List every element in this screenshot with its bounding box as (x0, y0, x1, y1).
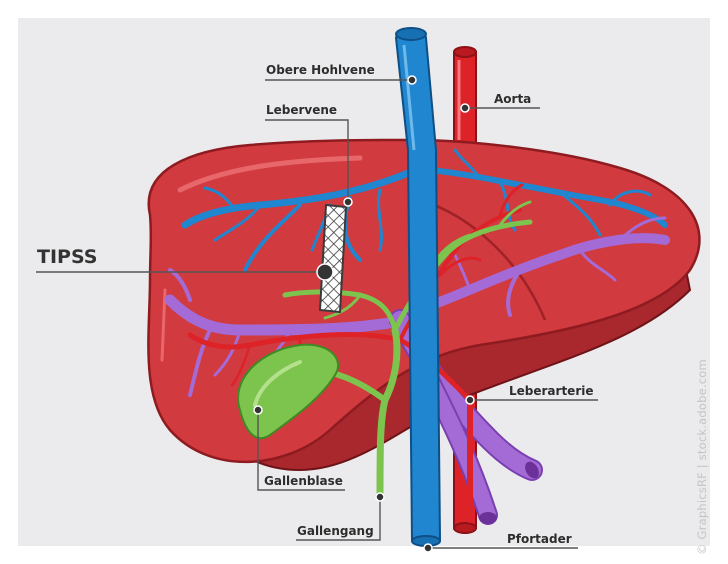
credit-watermark: © GraphicsRF | stock.adobe.com (695, 359, 709, 555)
label-obere-hohlvene: Obere Hohlvene (266, 63, 375, 77)
label-lebervene: Lebervene (266, 103, 337, 117)
label-tipss: TIPSS (37, 246, 97, 268)
label-leberarterie: Leberarterie (509, 384, 594, 398)
label-gallengang: Gallengang (297, 524, 374, 538)
label-gallenblase: Gallenblase (264, 474, 343, 488)
label-aorta: Aorta (494, 92, 531, 106)
label-pfortader: Pfortader (507, 532, 572, 546)
